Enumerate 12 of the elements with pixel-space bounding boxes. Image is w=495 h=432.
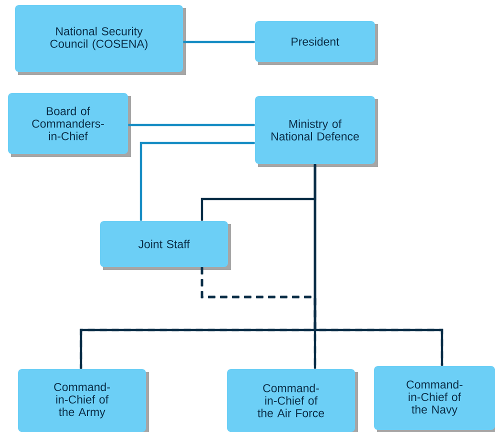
connector-line [140,142,255,221]
org-box: National Security Council (COSENA) [15,5,186,75]
org-box: Joint Staff [100,221,231,270]
org-box: Command-in-Chief of the Army [18,369,149,432]
org-box: Ministry of National Defence [255,96,378,167]
connector-line [314,164,444,366]
connector-line [183,40,255,44]
org-box: Command-in-Chief of the Navy [374,366,495,432]
org-box: Board of Commanders-in-Chief [8,93,131,157]
org-box: Command-in-Chief of the Air Force [227,369,358,432]
connector-line [128,124,255,126]
org-box: President [255,21,378,65]
